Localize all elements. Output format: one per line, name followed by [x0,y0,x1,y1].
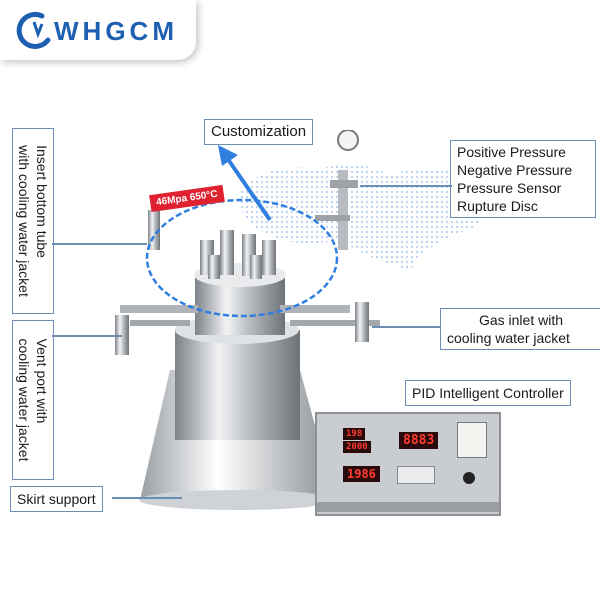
gas-inlet-line: Gas inlet with [478,312,564,328]
vent-port-line: cooling water jacket [16,338,32,462]
pressure-leader-line [360,185,452,187]
pressure-line: Rupture Disc [457,198,538,214]
reactor-body [175,330,300,440]
controller-switch-panel [397,466,435,484]
display-temp-pv: 198 [343,428,366,440]
insert-tube-line: with cooling water jacket [16,145,32,297]
controller-base [317,502,499,512]
display-temp-sv: 2000 [343,441,371,453]
vent-port-leader-line [52,335,122,337]
skirt-support-label: Skirt support [10,486,103,512]
logo-text: WHGCM [54,16,178,46]
gas-inlet-line: cooling water jacket [447,330,570,346]
skirt-leader-line [112,497,182,499]
pressure-gauge-icon [337,130,359,151]
vent-port-line: Vent port with [34,338,50,424]
pid-controller-label: PID Intelligent Controller [405,380,571,406]
insert-bottom-tube-label: Insert bottom tube with cooling water ja… [12,128,54,314]
pressure-line: Positive Pressure [457,144,566,160]
customization-highlight [145,198,339,318]
knob-icon [463,472,475,484]
insert-tube-leader-line [52,243,147,245]
gas-inlet-label: Gas inlet with cooling water jacket [440,308,600,350]
vent-port-text: Vent port with cooling water jacket [15,339,51,462]
gas-inlet-leader-line [372,326,440,328]
vent-port-label: Vent port with cooling water jacket [12,320,54,480]
meter-gauge-icon [457,422,487,458]
reactor-illustration [115,130,380,510]
customization-label: Customization [204,119,314,145]
pressure-line: Pressure Sensor [457,180,562,196]
logo-container: WHGCM [0,0,196,60]
logo-mark-icon [16,11,51,49]
pressure-features-label: Positive Pressure Negative Pressure Pres… [450,140,596,218]
customization-arrow-icon [218,145,272,222]
insert-tube-line: Insert bottom tube [34,145,50,258]
pressure-line: Negative Pressure [457,162,573,178]
display-speed: 1986 [343,466,380,482]
display-pressure: 8883 [399,432,439,449]
insert-tube-text: Insert bottom tube with cooling water ja… [15,145,51,297]
pid-controller-unit: 198 2000 8883 1986 [315,412,501,516]
world-map-background [239,163,493,270]
